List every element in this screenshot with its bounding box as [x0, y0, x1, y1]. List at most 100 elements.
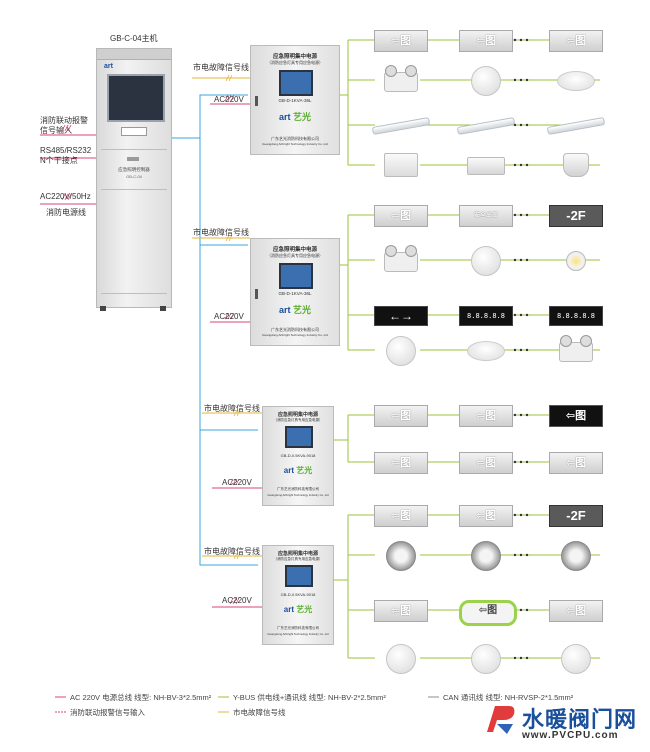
- host-logo: art: [104, 63, 113, 70]
- device-r1-c2-exit-sign: ⇦图: [459, 30, 513, 52]
- power-box-1: 应急照明集中电源 （消防应急灯具专用应急电源） GB-D-1KVA-36L ar…: [250, 45, 340, 155]
- input-label-ac: AC220V/50Hz: [40, 192, 91, 201]
- legend-can: CAN 通讯线 线型: NH-RVSP-2*1.5mm²: [443, 693, 574, 702]
- device-r7-c2-counter-sign: 8.8.8.8.8: [459, 306, 513, 326]
- box4-fault-label: 市电故障信号线: [204, 547, 260, 556]
- host-model: GB-C-04: [126, 174, 142, 179]
- device-r4-c2-flatbox-lamp: [467, 157, 505, 175]
- box2-company: 广东艺光消防科技有限公司: [271, 327, 319, 332]
- box1-display: [279, 70, 313, 96]
- host-cabinet: art 应急照明控制器 GB-C-04: [96, 48, 172, 308]
- device-r11-c1-exit-sign: ⇦图: [374, 505, 428, 527]
- box1-ac-label: AC220V: [214, 95, 244, 104]
- legend-fault: 市电故障信号线: [233, 708, 286, 717]
- box2-subtitle: （消防应急灯具专用应急电源）: [267, 253, 323, 258]
- box2-title: 应急照明集中电源: [272, 247, 317, 253]
- device-r4-c1-boxlamp-lamp: [384, 153, 418, 177]
- legend-ac: AC 220V 电源总线 线型: NH-BV-3*2.5mm²: [70, 693, 212, 702]
- box2-model: GB-D-1KVA-36L: [278, 291, 312, 296]
- box1-company: 广东艺光消防科技有限公司: [271, 136, 319, 141]
- power-box-2: 应急照明集中电源 （消防应急灯具专用应急电源） GB-D-1KVA-36L ar…: [250, 238, 340, 346]
- box3-subtitle: （消防应急灯具专用应急电源）: [273, 418, 323, 422]
- box3-ac-label: AC220V: [222, 478, 252, 487]
- device-r12-c1-inground-lamp: [386, 541, 416, 571]
- box4-company: 广东艺光消防科技有限公司: [277, 626, 319, 630]
- input-label-contacts: N个干接点: [40, 156, 78, 165]
- box2-company-en: Guangdong Artbright Technology Industry …: [262, 333, 328, 337]
- device-r6-c1-twin-lamp-right: [405, 245, 417, 257]
- input-label-alarm: 消防联动报警: [40, 116, 88, 125]
- device-r14-c1-round-lamp: [386, 644, 416, 674]
- box4-display: [285, 565, 313, 587]
- device-r12-c2-inground-lamp: [471, 541, 501, 571]
- box1-subtitle: （消防应急灯具专用应急电源）: [267, 60, 323, 65]
- input-label-rs485: RS485/RS232: [40, 146, 92, 155]
- device-r5-c2-safe-sign: 安全出口: [459, 205, 513, 227]
- box1-company-en: Guangdong Artbright Technology Industry …: [262, 142, 328, 146]
- box3-model: GB-D-0.5KVA-9018: [280, 453, 316, 458]
- device-r14-c3-round-lamp: [561, 644, 591, 674]
- device-r9-c2-exit-sign: ⇦图: [459, 405, 513, 427]
- host-screen: [107, 74, 165, 122]
- device-r13-c3-exit-sign: ⇦图: [549, 600, 603, 622]
- box4-ac-label: AC220V: [222, 596, 252, 605]
- device-r1-c3-exit-sign: ⇦图: [549, 30, 603, 52]
- box1-model: GB-D-1KVA-36L: [278, 98, 312, 103]
- device-r10-c2-exit-sign: ⇦图: [459, 452, 513, 474]
- device-r14-c2-round-lamp: [471, 644, 501, 674]
- device-r2-c3-disc-lamp: [557, 71, 595, 91]
- device-r6-c2-round-lamp: [471, 246, 501, 276]
- box2-brand: art 艺光: [278, 305, 312, 315]
- power-box-3: 应急照明集中电源 （消防应急灯具专用应急电源） GB-D-0.5KVA-9018…: [262, 406, 334, 506]
- device-r12-c3-inground-lamp: [561, 541, 591, 571]
- watermark-logo-icon: [483, 702, 517, 736]
- box4-brand: art 艺光: [283, 605, 313, 614]
- box4-subtitle: （消防应急灯具专用应急电源）: [273, 557, 323, 561]
- legend-alarm: 消防联动报警信号输入: [70, 708, 145, 717]
- device-r7-c1-darkarrow-sign: ←→: [374, 306, 428, 326]
- device-r9-c3-darkexit-sign: ⇦图: [549, 405, 603, 427]
- box3-title: 应急照明集中电源: [277, 412, 318, 418]
- device-r10-c3-exit-sign: ⇦图: [549, 452, 603, 474]
- box3-company: 广东艺光消防科技有限公司: [277, 487, 319, 491]
- legend-ybus: Y-BUS 供电线+通讯线 线型: NH-BV-2*2.5mm²: [233, 693, 386, 702]
- box1-brand: art 艺光: [278, 112, 312, 122]
- box4-model: GB-D-0.5KVA-9018: [280, 592, 316, 597]
- device-r6-c1-twin-body: [384, 252, 418, 272]
- device-r5-c1-exit-sign: ⇦图: [374, 205, 428, 227]
- bus-line-4: [199, 430, 258, 566]
- box3-brand: art 艺光: [283, 466, 313, 475]
- watermark-url: www.PVCPU.com: [522, 730, 619, 741]
- box1-title: 应急照明集中电源: [272, 54, 317, 60]
- box4-title: 应急照明集中电源: [277, 551, 318, 557]
- device-r8-c1-round-lamp: [386, 336, 416, 366]
- power-box-4: 应急照明集中电源 （消防应急灯具专用应急电源） GB-D-0.5KVA-9018…: [262, 545, 334, 645]
- box2-display: [279, 263, 313, 289]
- host-panel-label: 应急照明控制器: [118, 167, 150, 172]
- device-r10-c1-exit-sign: ⇦图: [374, 452, 428, 474]
- box2-fault-label: 市电故障信号线: [193, 228, 249, 237]
- box3-display: [285, 426, 313, 448]
- device-r4-c3-cup-lamp: [563, 153, 589, 177]
- device-r13-c1-exit-sign: ⇦图: [374, 600, 428, 622]
- host-title: GB-C-04主机: [110, 34, 158, 43]
- device-r7-c3-counter-sign: 8.8.8.8.8: [549, 306, 603, 326]
- device-r13-c2-greenexit-sign: ⇦图: [459, 600, 517, 626]
- box3-company-en: Guangdong Artbright Technology Industry …: [267, 493, 329, 497]
- device-r6-c1-twin-lamp-left: [385, 245, 397, 257]
- input-label-signal: 信号输入: [40, 126, 72, 135]
- box3-fault-label: 市电故障信号线: [204, 404, 260, 413]
- device-r11-c3-floor-sign: -2F: [549, 505, 603, 527]
- device-r8-c2-disc-lamp: [467, 341, 505, 361]
- device-r9-c1-exit-sign: ⇦图: [374, 405, 428, 427]
- device-r5-c3-floor-sign: -2F: [549, 205, 603, 227]
- device-r2-c2-round-lamp: [471, 66, 501, 96]
- box4-company-en: Guangdong Artbright Technology Industry …: [267, 632, 329, 636]
- device-r6-c3-spot-lamp: [566, 251, 586, 271]
- device-r2-c1-twin-lamp-right: [405, 65, 417, 77]
- device-r8-c3-twin-body: [559, 342, 593, 362]
- watermark-name: 水暖阀门网: [522, 707, 638, 732]
- bus-line-main: [170, 94, 248, 139]
- device-r11-c2-exit-sign: ⇦图: [459, 505, 513, 527]
- host-buttons: [121, 127, 147, 136]
